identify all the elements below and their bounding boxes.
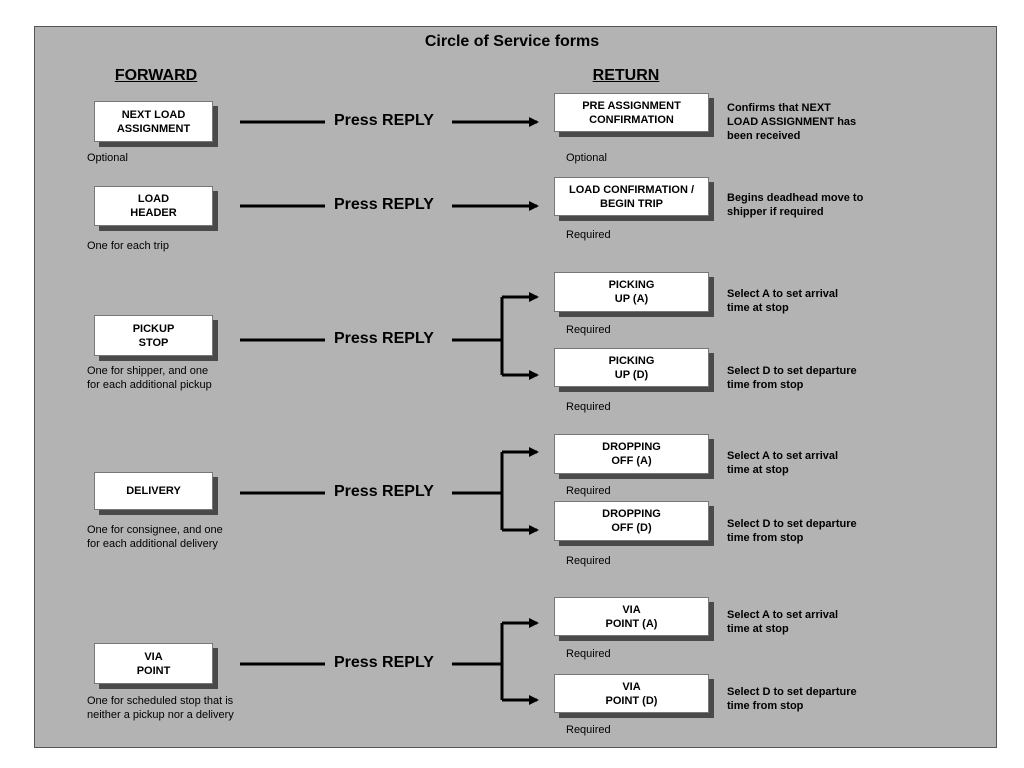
return-form-dropping-off-a: DROPPING OFF (A)	[554, 434, 709, 474]
return-form-load-confirmation: LOAD CONFIRMATION / BEGIN TRIP	[554, 177, 709, 216]
forward-column-header: FORWARD	[114, 67, 198, 84]
return-description: Select A to set arrival time at stop	[727, 609, 839, 635]
press-reply-label: Press REPLY	[334, 654, 434, 671]
return-form-via-point-a: VIA POINT (A)	[554, 597, 709, 636]
forward-form-load-header: LOAD HEADER	[94, 186, 213, 226]
forward-note: Optional	[87, 152, 128, 164]
diagram-title: Circle of Service forms	[424, 33, 600, 50]
return-form-dropping-off-d: DROPPING OFF (D)	[554, 501, 709, 541]
return-description: Begins deadhead move to shipper if requi…	[727, 192, 864, 218]
return-note: Required	[566, 401, 611, 413]
return-note: Required	[566, 229, 611, 241]
forward-note: One for shipper, and one for each additi…	[87, 365, 212, 391]
return-note: Required	[566, 555, 611, 567]
branch-connector	[452, 450, 537, 532]
branch-connector	[452, 621, 537, 702]
return-form-via-point-d: VIA POINT (D)	[554, 674, 709, 713]
return-note: Required	[566, 485, 611, 497]
return-description: Select D to set departure time from stop	[727, 686, 857, 712]
return-note: Required	[566, 324, 611, 336]
return-form-picking-up-d: PICKING UP (D)	[554, 348, 709, 387]
forward-note: One for scheduled stop that is neither a…	[87, 695, 234, 721]
forward-form-via-point: VIA POINT	[94, 643, 213, 684]
return-description: Select D to set departure time from stop	[727, 518, 857, 544]
return-form-pre-assignment-confirmation: PRE ASSIGNMENT CONFIRMATION	[554, 93, 709, 132]
return-note: Optional	[566, 152, 607, 164]
forward-note: One for consignee, and one for each addi…	[87, 524, 223, 550]
diagram-panel	[34, 26, 997, 748]
forward-form-delivery: DELIVERY	[94, 472, 213, 510]
forward-form-next-load-assignment: NEXT LOAD ASSIGNMENT	[94, 101, 213, 142]
return-note: Required	[566, 724, 611, 736]
press-reply-label: Press REPLY	[334, 112, 434, 129]
press-reply-label: Press REPLY	[334, 196, 434, 213]
return-description: Select A to set arrival time at stop	[727, 450, 839, 476]
return-note: Required	[566, 648, 611, 660]
return-column-header: RETURN	[592, 67, 660, 84]
press-reply-label: Press REPLY	[334, 483, 434, 500]
forward-note: One for each trip	[87, 240, 169, 252]
branch-connector	[452, 295, 537, 377]
press-reply-label: Press REPLY	[334, 330, 434, 347]
return-form-picking-up-a: PICKING UP (A)	[554, 272, 709, 312]
return-description: Select A to set arrival time at stop	[727, 288, 839, 314]
return-description: Select D to set departure time from stop	[727, 365, 857, 391]
forward-form-pickup-stop: PICKUP STOP	[94, 315, 213, 356]
return-description: Confirms that NEXT LOAD ASSIGNMENT has b…	[727, 102, 857, 142]
